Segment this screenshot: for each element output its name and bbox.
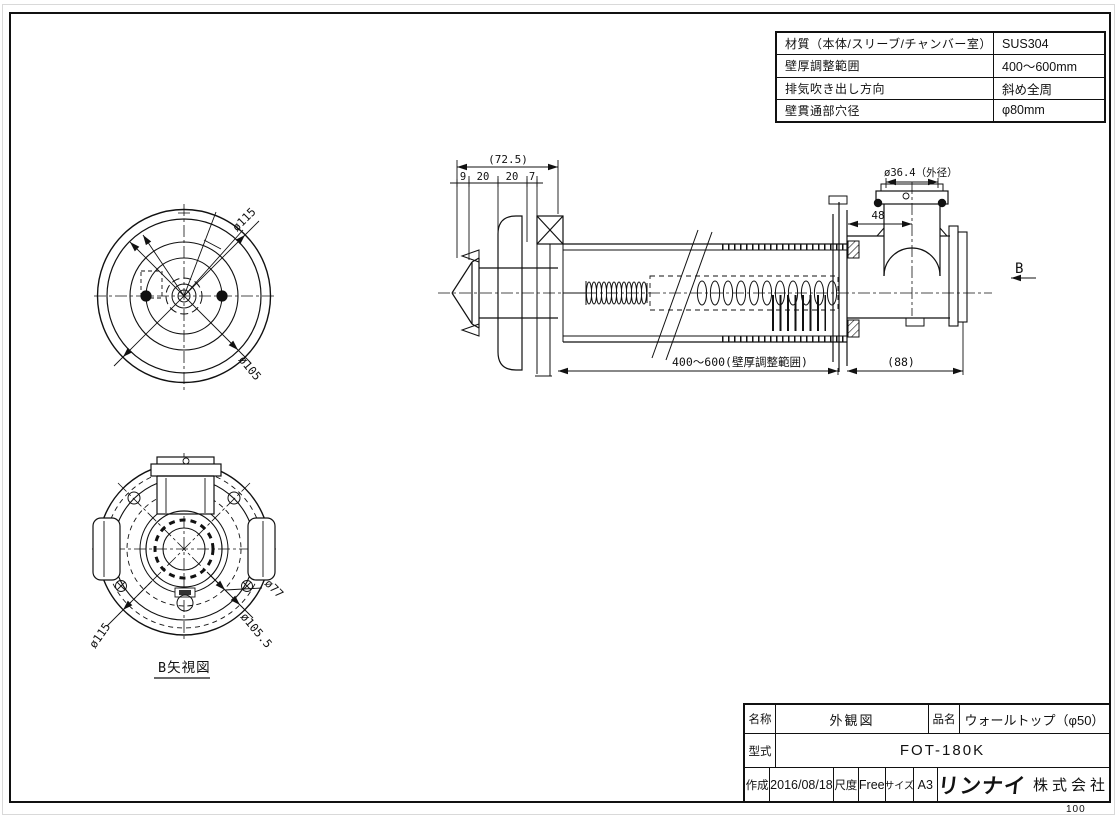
dim-label-seg3: 20 [506,171,519,183]
title-size-label: サイズ [884,768,914,801]
front-outer-rim [96,208,272,384]
b-view-caption: B矢視図 [158,660,211,676]
spec-table: 材質（本体/スリーブ/チャンバー室） SUS304 壁厚調整範囲 400～600… [775,31,1106,123]
spec-value: φ80mm [993,99,1104,121]
dim-label-overall: (72.5) [488,153,528,166]
dim-label-wall-range: 400～600(壁厚調整範囲) [672,355,808,369]
spec-label: 壁貫通部穴径 [785,103,861,118]
dim-label-seg2: 20 [477,171,490,183]
dim-label-seg4: 7 [529,171,535,183]
title-item-label: 品名 [929,705,960,733]
front-view-dims [113,220,260,367]
break-line [651,229,699,359]
side-view-dims [450,160,1036,375]
cone-cap [451,249,480,337]
title-model-value: FOT-180K [899,742,986,759]
title-scale-label: 尺度 [834,768,859,801]
chamber-body [847,225,968,327]
dim-label-seg1: 9 [460,171,466,183]
company-suffix: 株式会社 [1032,777,1109,794]
wall-section [535,215,564,377]
adjustment-spring [563,275,839,311]
page-number: 100 [1066,804,1086,815]
spec-row-exhaust-direction: 排気吹き出し方向 斜め全周 [777,76,1104,99]
wall-plate [497,215,523,371]
side-view-centerlines [438,182,992,316]
title-created-label: 作成 [745,768,771,801]
front-view: ø115 ø105 [94,204,274,390]
dim-label-offset48: 48 [871,209,884,222]
spec-label: 排気吹き出し方向 [785,81,886,96]
title-model-label: 型式 [745,734,776,767]
clamp-bolt [937,198,947,208]
spec-row-material: 材質（本体/スリーブ/チャンバー室） SUS304 [777,33,1104,55]
title-block: 名称 外観図 品名 ウォールトップ（φ50） 型式 FOT-180K 作成 20… [743,703,1111,803]
b-view-left-tab [92,517,121,581]
title-name-label: 名称 [745,705,776,733]
spec-label: 壁厚調整範囲 [785,59,861,74]
title-name-value: 外観図 [776,705,929,733]
b-view: ø115 ø105.5 ø77 B矢視図 [86,453,287,679]
company-logo: リンナイ [936,774,1028,798]
dim-label-dia105-front: ø105 [236,353,265,383]
dim-label-dia115-front: ø115 [229,205,258,234]
side-view: (72.5) 9 20 20 7 ø36.4（外径） 48 400～600(壁厚… [438,153,1036,377]
front-right-clip [216,290,228,302]
b-view-top-stub [150,456,222,515]
exhaust-pipe-top [873,183,949,237]
b-view-right-tab [247,517,276,581]
spec-value: 400～600mm [993,55,1104,77]
spec-row-hole-diameter: 壁貫通部穴径 φ80mm [777,98,1104,121]
title-item-value: ウォールトップ（φ50） [964,712,1105,728]
view-b-marker: B [1015,261,1023,277]
front-left-clip [140,290,152,302]
dim-label-pipe-od: ø36.4（外径） [884,166,958,179]
spec-label: 材質（本体/スリーブ/チャンバー室） [785,37,992,52]
dim-label-dia105p5-bview: ø105.5 [238,610,275,651]
drawing-frame [9,12,1111,803]
break-line [665,231,713,361]
clamp-bolt [873,198,883,208]
spec-value: 斜め全周 [993,77,1104,99]
title-scale-value: Free [859,768,886,801]
dim-label-dia115-bview: ø115 [86,620,113,651]
b-view-dims [106,571,263,627]
title-created-value: 2016/08/18 [770,768,834,801]
sheet-edge [2,4,1115,815]
spec-row-wall-range: 壁厚調整範囲 400～600mm [777,54,1104,77]
dim-label-chamber88: (88) [887,355,915,369]
sleeve-pipe [563,243,847,343]
outdoor-flange [828,195,860,372]
title-size-value: A3 [914,768,938,801]
company-name: リンナイ 株式会社 [936,768,1109,801]
front-inner-rim [106,218,262,374]
spec-value: SUS304 [993,33,1104,55]
